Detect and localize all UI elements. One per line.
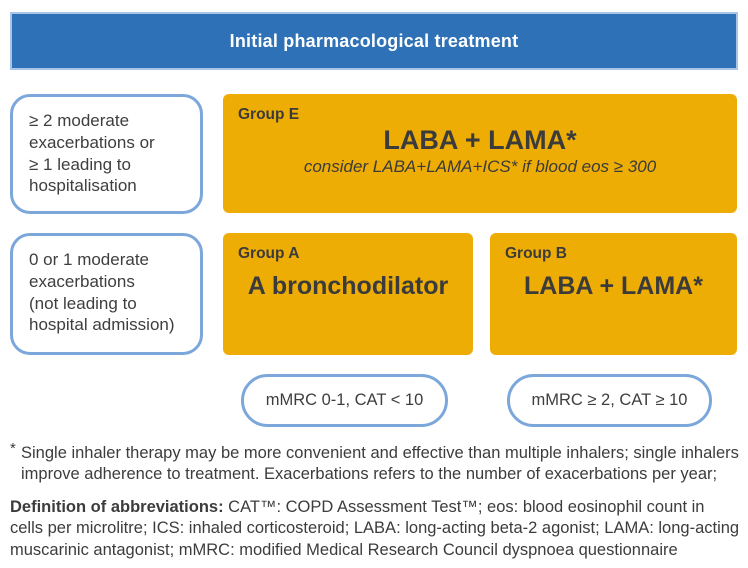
group-e-box: Group E LABA + LAMA* consider LABA+LAMA+…	[223, 94, 737, 213]
footnote-single-inhaler: * Single inhaler therapy may be more con…	[10, 440, 742, 486]
footnote-asterisk-marker: *	[10, 440, 16, 457]
assessment-pill-group-b-text: mMRC ≥ 2, CAT ≥ 10	[531, 391, 688, 409]
assessment-pill-group-a: mMRC 0-1, CAT < 10	[241, 374, 448, 427]
header-bar: Initial pharmacological treatment	[10, 12, 738, 70]
abbreviations-label: Definition of abbreviations:	[10, 498, 224, 516]
group-a-treatment: A bronchodilator	[247, 272, 449, 300]
criteria-box-high-exacerbations: ≥ 2 moderate exacerbations or ≥ 1 leadin…	[10, 94, 203, 214]
assessment-pill-group-b: mMRC ≥ 2, CAT ≥ 10	[507, 374, 712, 427]
page-title: Initial pharmacological treatment	[229, 30, 519, 51]
group-b-box: Group B LABA + LAMA*	[490, 233, 737, 355]
group-e-label: Group E	[238, 106, 300, 123]
footnote-abbreviations: Definition of abbreviations: CAT™: COPD …	[10, 497, 742, 561]
footnote-asterisk-text: Single inhaler therapy may be more conve…	[21, 444, 739, 484]
group-b-label: Group B	[505, 245, 567, 262]
group-e-treatment: LABA + LAMA*	[383, 125, 577, 155]
group-a-box: Group A A bronchodilator	[223, 233, 473, 355]
group-a-label: Group A	[238, 245, 300, 262]
abbreviations-text: CAT™: COPD Assessment Test™; eos: blood …	[10, 498, 740, 559]
assessment-pill-group-a-text: mMRC 0-1, CAT < 10	[265, 391, 424, 409]
group-e-note: consider LABA+LAMA+ICS* if blood eos ≥ 3…	[303, 157, 657, 176]
criteria-box-low-exacerbations: 0 or 1 moderate exacerbations (not leadi…	[10, 233, 203, 355]
group-b-treatment: LABA + LAMA*	[524, 272, 703, 300]
